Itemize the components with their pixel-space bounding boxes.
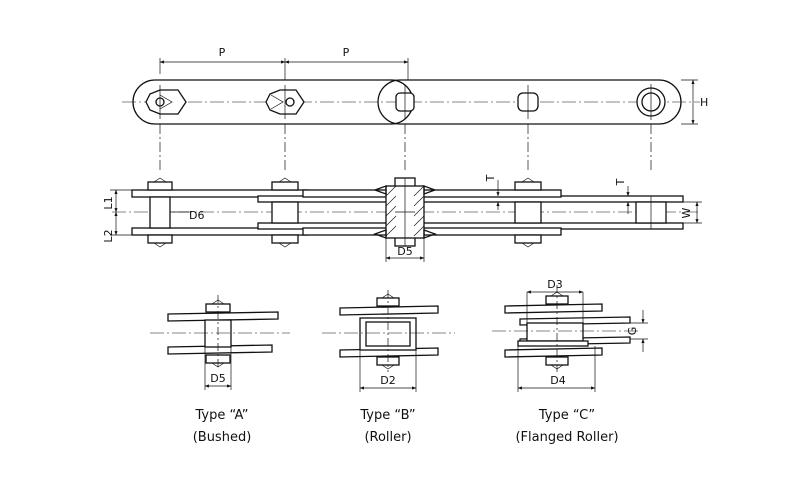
l1-label: L1 — [102, 196, 115, 209]
type-a-detail: D5 — [150, 295, 290, 390]
w-label: W — [680, 207, 693, 218]
bushing-2 — [271, 201, 299, 224]
height-dimension: H — [681, 79, 708, 125]
type-a-subtitle: (Bushed) — [193, 430, 252, 445]
hole-5 — [636, 84, 666, 120]
pitch-dimension: P P — [159, 46, 409, 80]
type-b-title: Type “B” — [359, 408, 415, 423]
l-dimensions: L1 L2 — [102, 189, 132, 243]
d5-main-dimension: D5 — [385, 238, 425, 262]
w-dimension: W — [680, 201, 702, 224]
bushing-left — [149, 196, 171, 229]
top-view: P P — [122, 46, 708, 125]
pitch-label-1: P — [219, 46, 226, 59]
t-right-dimension: T — [614, 178, 630, 214]
l2-label: L2 — [102, 229, 115, 242]
type-a-title: Type “A” — [194, 408, 248, 423]
t-right-label: T — [614, 178, 627, 186]
t-left-label: T — [484, 174, 497, 182]
d6-label: D6 — [189, 209, 204, 222]
pitch-label-2: P — [343, 46, 350, 59]
g-label: G — [626, 327, 639, 336]
d5-main-label: D5 — [397, 245, 412, 258]
d5-a-label: D5 — [210, 372, 225, 385]
side-view: L1 L2 D6 D5 T T W — [102, 124, 702, 262]
hole-2 — [265, 85, 305, 119]
captions: Type “A” (Bushed) Type “B” (Roller) Type… — [193, 408, 619, 445]
type-c-detail: D3 D4 G — [492, 278, 648, 392]
center-pin — [373, 177, 437, 247]
bushing-4 — [514, 201, 542, 224]
hole-4 — [517, 85, 539, 119]
type-c-title: Type “C” — [538, 408, 595, 423]
hole-1 — [145, 85, 187, 119]
type-b-detail: D2 — [322, 290, 455, 392]
d4-label: D4 — [550, 374, 565, 387]
d3-label: D3 — [547, 278, 562, 291]
type-c-subtitle: (Flanged Roller) — [515, 430, 618, 445]
height-label: H — [700, 96, 708, 109]
d2-label: D2 — [380, 374, 395, 387]
t-left-dimension: T — [484, 174, 500, 210]
hole-3 — [395, 85, 415, 119]
type-b-subtitle: (Roller) — [364, 430, 411, 445]
